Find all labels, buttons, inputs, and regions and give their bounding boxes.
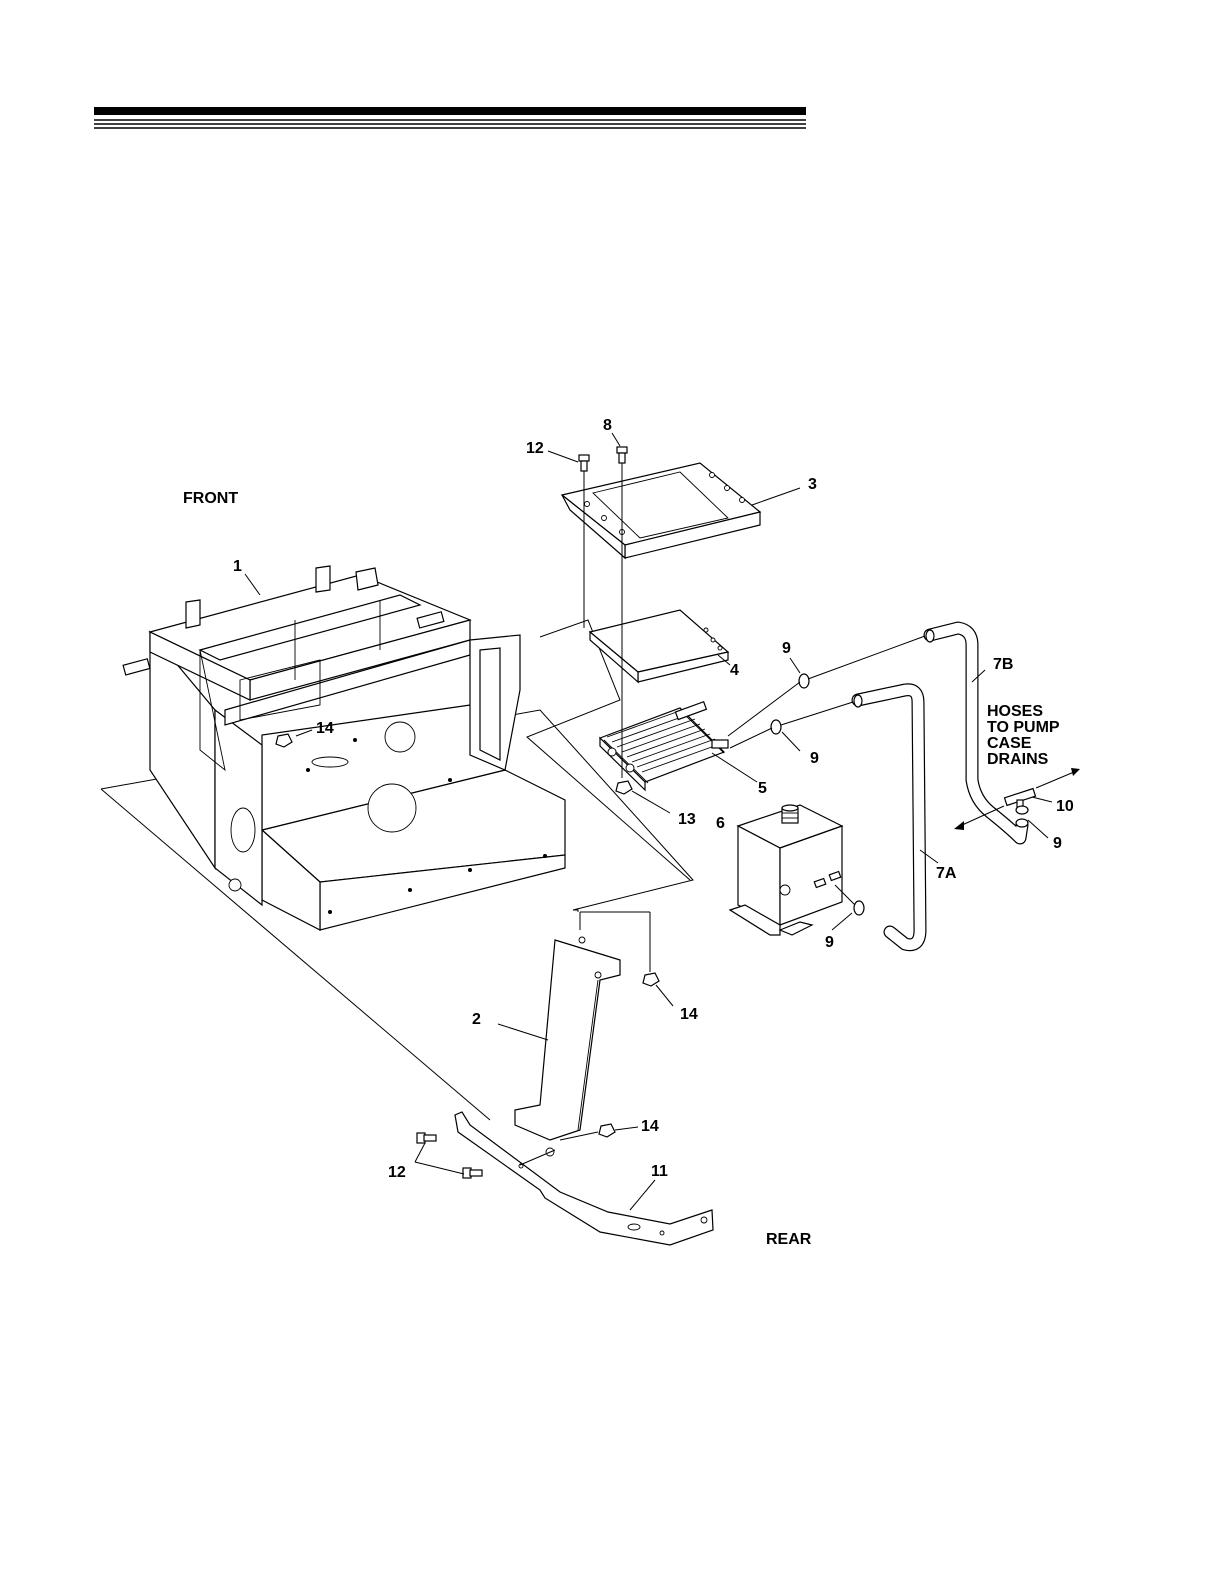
callout-7a: 7A <box>936 865 957 882</box>
callout-7b: 7B <box>993 656 1013 673</box>
note-line-3: CASE <box>987 735 1032 752</box>
callout-9-mid: 9 <box>810 750 819 767</box>
callout-12-top: 12 <box>526 440 544 457</box>
main-frame <box>123 566 565 930</box>
note-line-4: DRAINS <box>987 751 1049 768</box>
callout-8: 8 <box>603 417 612 434</box>
callout-12-bottom: 12 <box>388 1164 406 1181</box>
callout-5: 5 <box>758 780 767 797</box>
callout-9-top: 9 <box>782 640 791 657</box>
mount-plate <box>562 463 760 558</box>
callout-4: 4 <box>730 662 739 679</box>
note-line-1: HOSES <box>987 703 1043 720</box>
oil-cooler <box>600 702 728 790</box>
callout-6: 6 <box>716 815 725 832</box>
callout-14-bracket: 14 <box>680 1006 698 1023</box>
callout-13: 13 <box>678 811 696 828</box>
callout-14-lower: 14 <box>641 1118 659 1135</box>
callout-1: 1 <box>233 558 242 575</box>
reservoir-tank <box>730 805 842 935</box>
rear-bar <box>455 1112 713 1245</box>
header-rule <box>94 107 806 128</box>
note-line-2: TO PUMP <box>987 719 1060 736</box>
rear-label: REAR <box>766 1231 812 1248</box>
spacer-plate <box>590 610 728 682</box>
callout-10: 10 <box>1056 798 1074 815</box>
callout-11: 11 <box>651 1163 668 1180</box>
callout-3: 3 <box>808 476 817 493</box>
callout-14-frame: 14 <box>316 720 334 737</box>
hoses-note: HOSES TO PUMP CASE DRAINS <box>987 703 1060 768</box>
callout-2: 2 <box>472 1011 481 1028</box>
rear-bracket <box>515 937 620 1156</box>
callout-9-right: 9 <box>1053 835 1062 852</box>
front-label: FRONT <box>183 490 238 507</box>
callout-9-bottom: 9 <box>825 934 834 951</box>
